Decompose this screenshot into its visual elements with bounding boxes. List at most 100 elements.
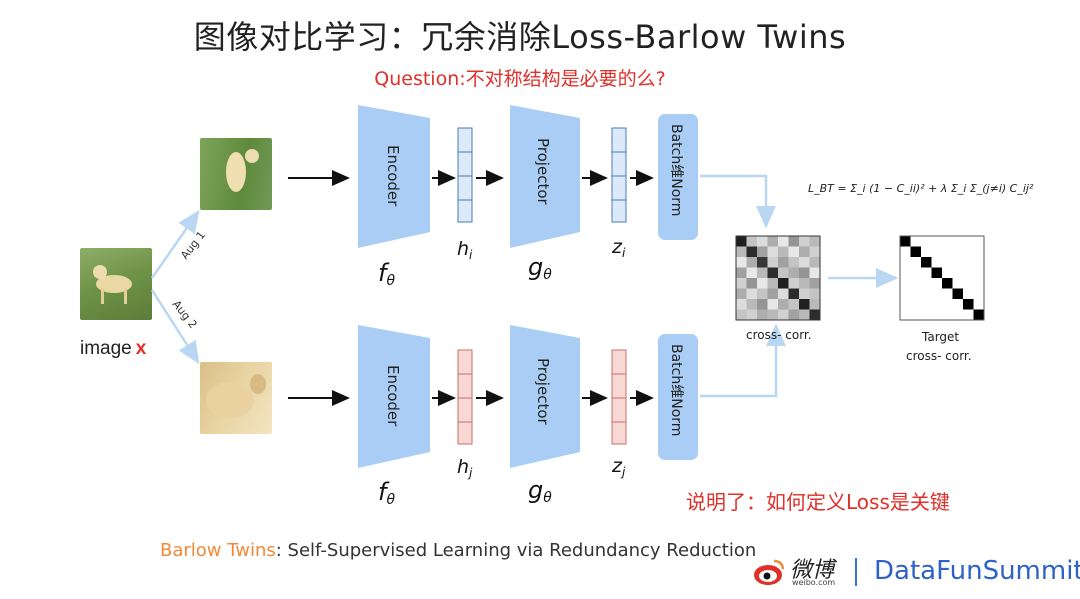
loss-formula: L_BT = Σ_i (1 − C_ii)² + λ Σ_i Σ_(j≠i) C…: [808, 182, 1034, 195]
target-cell: [921, 246, 932, 257]
datafun-brand: DataFunSummit: [874, 556, 1080, 586]
cross-corr-cell: [778, 236, 789, 247]
top-h-i: hi: [457, 238, 473, 262]
cross-corr-cell: [809, 278, 820, 289]
target-cell: [910, 299, 921, 310]
target-cell: [973, 246, 984, 257]
top-h-vector: [457, 127, 473, 223]
cross-corr-cell: [809, 267, 820, 278]
question-text: Question:不对称结构是必要的么?: [374, 68, 666, 90]
aug1-arrow: [150, 209, 200, 279]
weibo-eye-icon: [754, 559, 785, 585]
target-cell: [942, 236, 953, 247]
cross-corr-cell: [809, 246, 820, 257]
conclusion-text: 说明了：如何定义Loss是关键: [686, 490, 950, 514]
target-cell: [931, 299, 942, 310]
target-cell: [900, 299, 911, 310]
target-cell: [973, 299, 984, 310]
cross-corr-cell: [736, 267, 747, 278]
cross-corr-cell: [767, 278, 778, 289]
cross-corr-frame: [735, 235, 821, 321]
target-cell: [921, 236, 932, 247]
cross-corr-cell: [736, 257, 747, 268]
target-cell: [910, 257, 921, 268]
cross-corr-cell: [746, 278, 757, 289]
aug1-dog-image: [200, 138, 272, 210]
cross-corr-cell: [778, 267, 789, 278]
target-cell: [942, 278, 953, 289]
cross-corr-cell: [799, 257, 810, 268]
top-encoder-block: [358, 105, 430, 248]
image-label-var: x: [135, 338, 147, 359]
target-cell: [952, 278, 963, 289]
target-cell: [931, 309, 942, 320]
target-cell: [900, 267, 911, 278]
original-dog-image: [80, 248, 152, 320]
top-z-i: zi: [611, 236, 626, 260]
cross-corr-matrix: [736, 236, 820, 320]
aug2-arrow: [150, 289, 200, 365]
cross-corr-cell: [809, 288, 820, 299]
target-cell: [963, 236, 974, 247]
target-cell: [921, 278, 932, 289]
target-cell: [921, 299, 932, 310]
cross-corr-cell: [757, 299, 768, 310]
cross-corr-cell: [809, 299, 820, 310]
target-cell: [952, 309, 963, 320]
cross-corr-cell: [799, 299, 810, 310]
cross-corr-cell: [778, 246, 789, 257]
image-label-text: image: [80, 338, 132, 359]
target-cell: [931, 236, 942, 247]
target-cell: [900, 278, 911, 289]
target-cell: [952, 267, 963, 278]
cross-corr-cell: [778, 309, 789, 320]
target-cell: [963, 278, 974, 289]
target-cell: [952, 236, 963, 247]
target-cell: [910, 267, 921, 278]
target-cell: [942, 299, 953, 310]
bottom-batchnorm-block: [658, 334, 698, 460]
target-cell: [931, 278, 942, 289]
cross-corr-cell: [778, 257, 789, 268]
cross-corr-cell: [757, 267, 768, 278]
target-cell: [900, 309, 911, 320]
target-cell: [921, 288, 932, 299]
cross-corr-cell: [757, 288, 768, 299]
target-cell: [900, 246, 911, 257]
target-cell: [910, 246, 921, 257]
cross-corr-cell: [809, 309, 820, 320]
target-cell: [942, 267, 953, 278]
top-batchnorm-block: [658, 114, 698, 240]
cross-corr-cell: [767, 246, 778, 257]
citation-highlight: Barlow Twins: [160, 540, 276, 561]
target-cell: [910, 278, 921, 289]
cross-corr-cell: [778, 288, 789, 299]
cross-corr-cell: [799, 236, 810, 247]
cross-corr-cell: [778, 299, 789, 310]
page-title: 图像对比学习：冗余消除Loss-Barlow Twins: [193, 18, 847, 56]
bottom-f-theta: fθ: [378, 478, 395, 508]
target-cell: [952, 299, 963, 310]
bottom-z-j: zj: [611, 455, 626, 479]
weibo-url-text: weibo.com: [792, 578, 836, 587]
cross-corr-cell: [767, 267, 778, 278]
target-cell: [952, 288, 963, 299]
top-f-theta: fθ: [378, 259, 395, 289]
target-cell: [973, 236, 984, 247]
cross-corr-cell: [788, 267, 799, 278]
bottom-batchnorm-label: Batch维Norm: [668, 344, 684, 436]
cross-corr-cell: [736, 309, 747, 320]
target-label-line1: Target: [921, 330, 959, 344]
target-cell: [921, 267, 932, 278]
cross-corr-cell: [746, 246, 757, 257]
target-cell: [900, 236, 911, 247]
cross-corr-cell: [736, 288, 747, 299]
aug2-dog-image: [200, 362, 272, 434]
cross-corr-cell: [746, 299, 757, 310]
cross-corr-cell: [799, 278, 810, 289]
cross-corr-cell: [799, 309, 810, 320]
target-cell: [942, 246, 953, 257]
cross-corr-cell: [788, 299, 799, 310]
target-cell: [931, 288, 942, 299]
